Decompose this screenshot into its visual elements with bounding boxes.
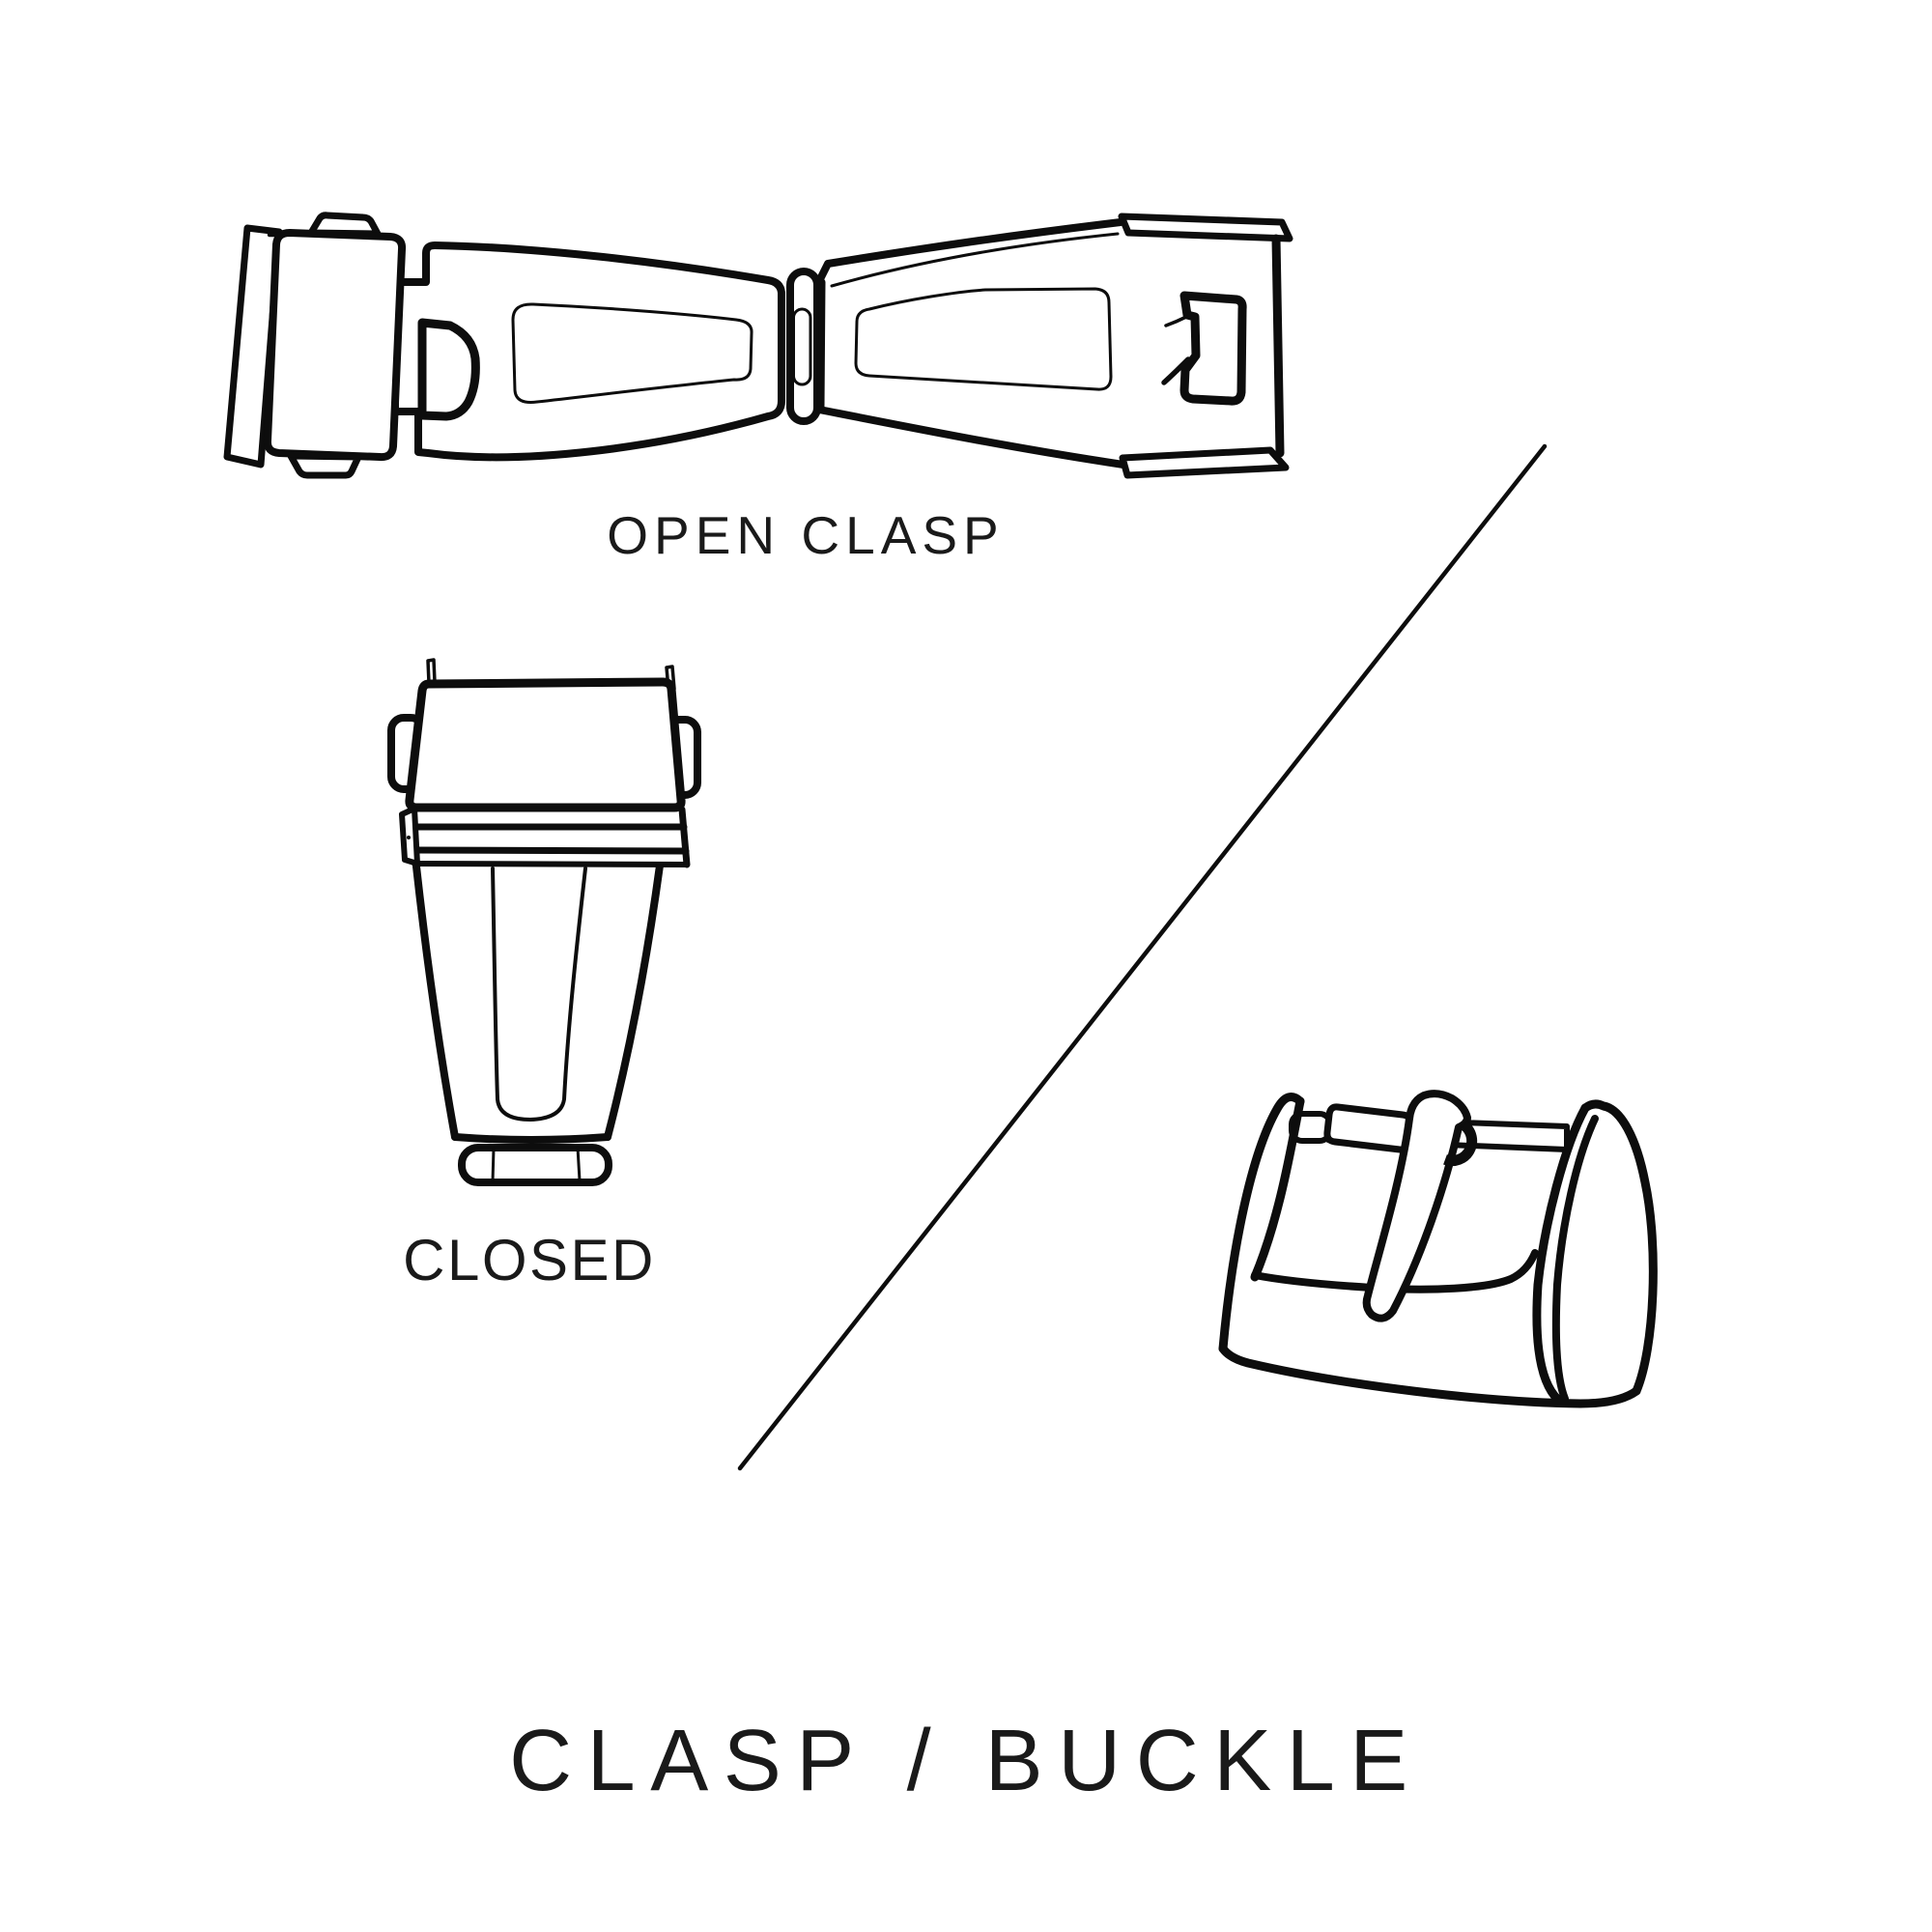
- svg-text:CLOSED: CLOSED: [403, 1228, 656, 1293]
- svg-text:CLASP / BUCKLE: CLASP / BUCKLE: [509, 1713, 1423, 1809]
- svg-text:OPEN CLASP: OPEN CLASP: [607, 505, 1005, 565]
